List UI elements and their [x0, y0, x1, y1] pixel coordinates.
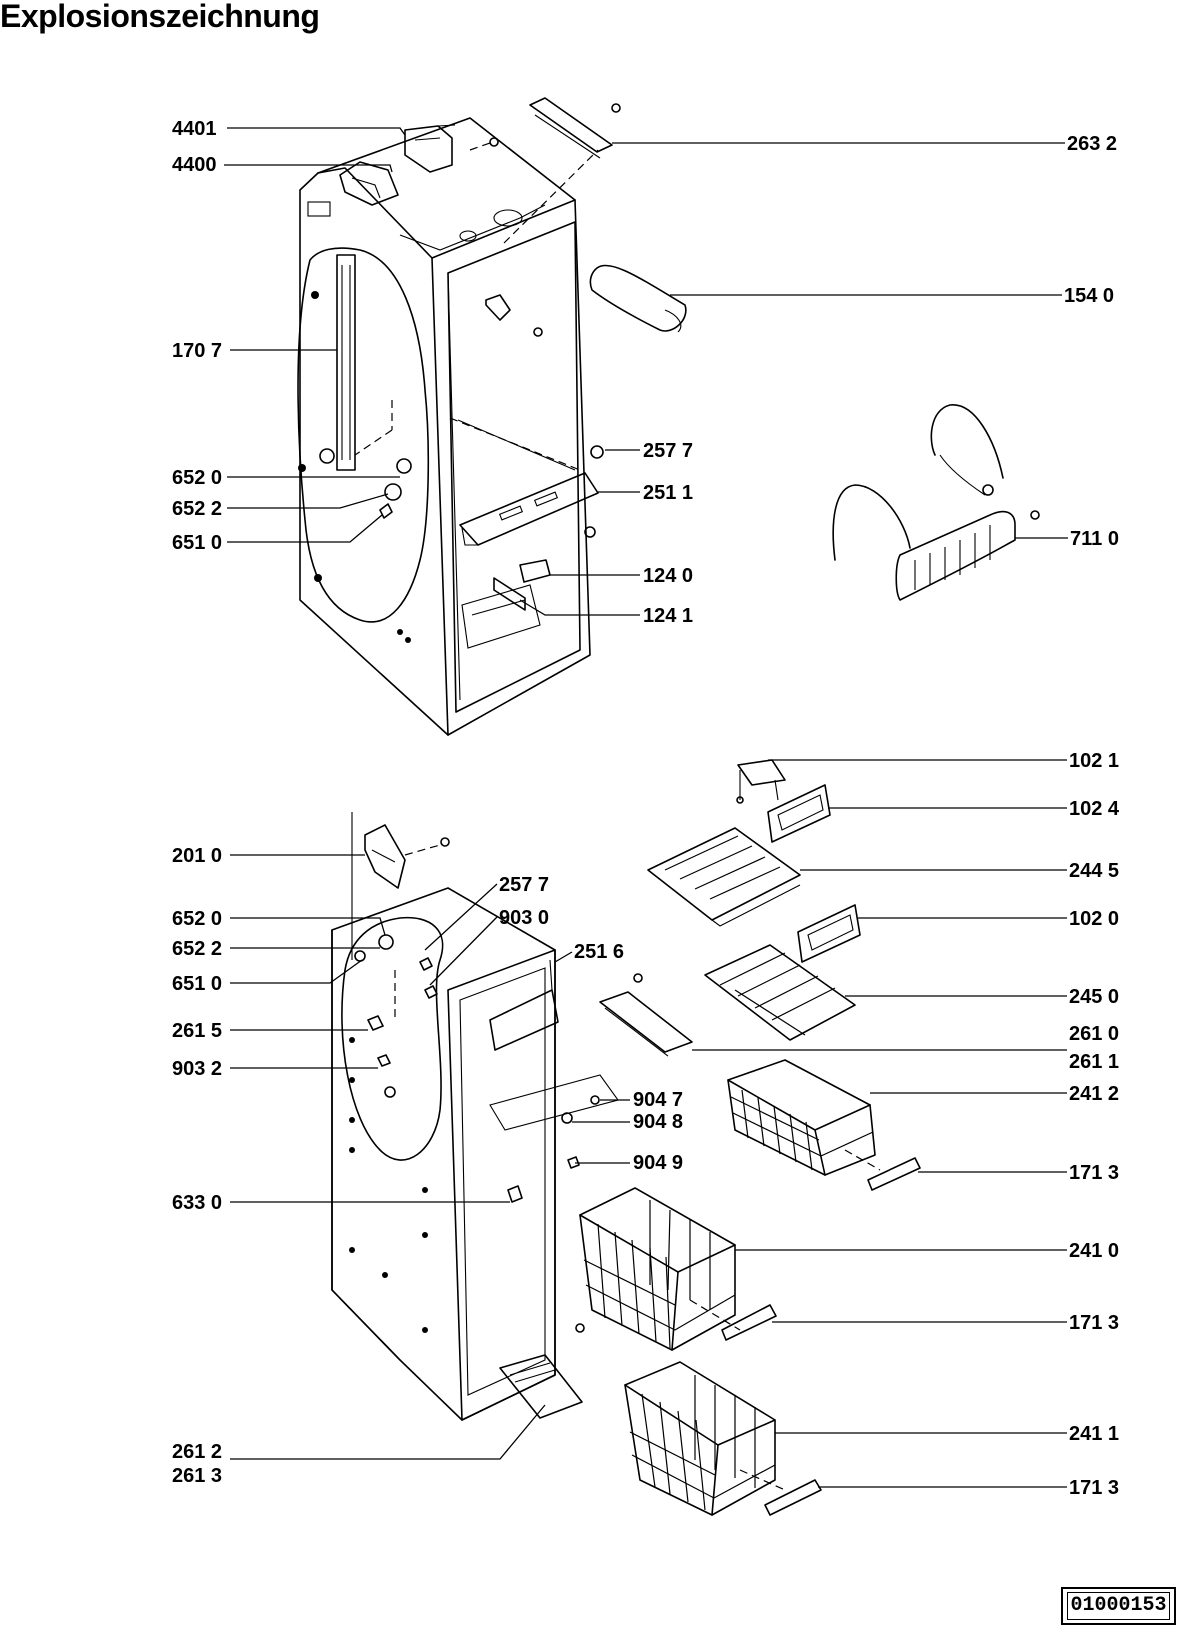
part-label-2612: 261 2: [172, 1441, 222, 1463]
part-label-2411: 241 1: [1069, 1423, 1119, 1445]
part-label-6510-top: 651 0: [172, 532, 222, 554]
part-label-4400: 4400: [172, 154, 217, 176]
part-label-2450: 245 0: [1069, 986, 1119, 1008]
part-label-2577-top: 257 7: [643, 440, 693, 462]
evaporator-7110-drawing: [832, 404, 1040, 601]
part-label-1713-c: 171 3: [1069, 1477, 1119, 1499]
part-label-1024: 102 4: [1069, 798, 1120, 820]
part-label-2613: 261 3: [172, 1465, 222, 1487]
part-label-2445: 244 5: [1069, 860, 1119, 882]
part-label-1713-a: 171 3: [1069, 1162, 1119, 1184]
part-labels: 4401 4400 263 2 154 0 170 7 257 7 652 0 …: [172, 118, 1120, 1499]
document-id-box: 01000153: [1061, 1587, 1176, 1625]
part-label-1713-b: 171 3: [1069, 1312, 1119, 1334]
bottom-cabinet-drawing: [331, 812, 619, 1421]
page-title: Explosionszeichnung: [0, 0, 320, 34]
part-label-2410: 241 0: [1069, 1240, 1119, 1262]
basket-2410-drawing: [579, 1187, 777, 1351]
part-label-9047: 904 7: [633, 1089, 683, 1111]
part-label-2577-bot: 257 7: [499, 874, 549, 896]
part-label-1240: 124 0: [643, 565, 693, 587]
part-label-2611: 261 1: [1069, 1051, 1119, 1073]
basket-2411-drawing: [624, 1361, 822, 1516]
document-id: 01000153: [1067, 1592, 1170, 1620]
freezer-accessories-drawing: [599, 759, 861, 1057]
part-label-1707: 170 7: [172, 340, 222, 362]
part-label-7110: 711 0: [1070, 528, 1119, 550]
part-label-2632: 263 2: [1067, 133, 1117, 155]
part-label-9049: 904 9: [633, 1152, 683, 1174]
part-label-9030: 903 0: [499, 907, 549, 929]
part-label-2010: 201 0: [172, 845, 222, 867]
top-cabinet-drawing: [297, 97, 687, 736]
basket-2412-drawing: [727, 1059, 921, 1191]
part-label-9048: 904 8: [633, 1111, 683, 1133]
part-label-2516: 251 6: [574, 941, 624, 963]
leader-lines: [224, 127, 1068, 1488]
part-label-2412: 241 2: [1069, 1083, 1119, 1105]
part-label-6520-top: 652 0: [172, 467, 222, 489]
part-label-1020: 102 0: [1069, 908, 1119, 930]
part-label-6520-bot: 652 0: [172, 908, 222, 930]
part-label-2511: 251 1: [643, 482, 693, 504]
part-label-6510-bot: 651 0: [172, 973, 222, 995]
part-label-1241: 124 1: [643, 605, 693, 627]
part-label-6522-bot: 652 2: [172, 938, 222, 960]
part-label-1021: 102 1: [1069, 750, 1119, 772]
part-label-6522-top: 652 2: [172, 498, 222, 520]
part-label-2615: 261 5: [172, 1020, 222, 1042]
part-label-2610: 261 0: [1069, 1023, 1119, 1045]
part-label-1540: 154 0: [1064, 285, 1114, 307]
part-label-4401: 4401: [172, 118, 217, 140]
part-label-6330: 633 0: [172, 1192, 222, 1214]
part-label-9032: 903 2: [172, 1058, 222, 1080]
